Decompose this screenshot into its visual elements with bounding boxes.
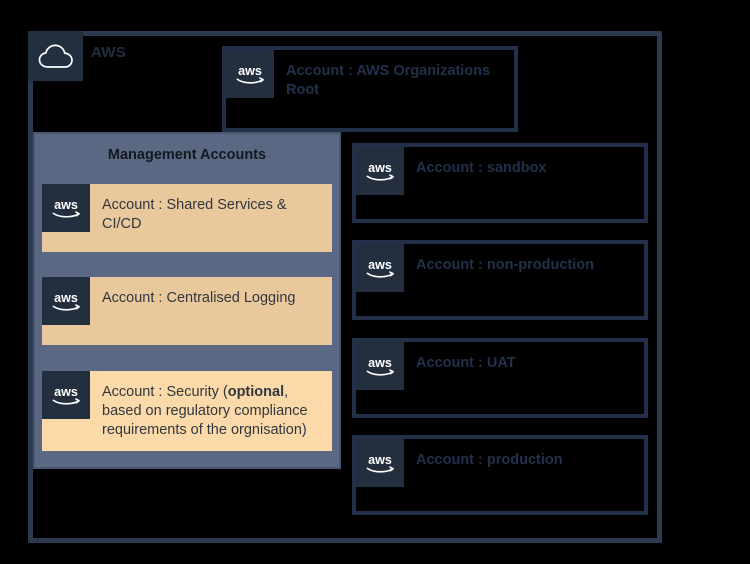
account-label: Account : UAT — [416, 355, 516, 371]
aws-logo-icon: aws — [356, 147, 404, 195]
svg-text:aws: aws — [54, 198, 78, 212]
svg-text:aws: aws — [368, 258, 392, 272]
aws-cloud-label: AWS — [91, 44, 127, 61]
account-card-uat[interactable]: aws Account : UAT — [352, 338, 648, 418]
account-label: Account : Security (optional, based on r… — [102, 383, 324, 440]
cloud-icon — [38, 43, 74, 69]
account-card-shared-services[interactable]: aws Account : Shared Services & CI/CD — [40, 182, 334, 254]
aws-logo-icon: aws — [42, 184, 90, 232]
account-card-centralised-logging[interactable]: aws Account : Centralised Logging — [40, 275, 334, 347]
svg-text:aws: aws — [368, 453, 392, 467]
account-label: Account : AWS Organizations Root — [286, 63, 491, 98]
account-label-emphasis: optional — [227, 384, 285, 400]
aws-logo-icon: aws — [356, 439, 404, 487]
account-label-suffix: , based on regulatory compliance require… — [102, 384, 308, 438]
account-label: Account : Shared Services & CI/CD — [102, 197, 287, 232]
svg-text:aws: aws — [54, 291, 78, 305]
account-card-non-production[interactable]: aws Account : non-production — [352, 240, 648, 320]
aws-cloud-tab — [28, 31, 83, 81]
svg-text:aws: aws — [368, 356, 392, 370]
account-label: Account : non-production — [416, 257, 594, 273]
account-card-security[interactable]: aws Account : Security (optional, based … — [40, 369, 334, 453]
svg-text:aws: aws — [238, 64, 262, 78]
account-card-sandbox[interactable]: aws Account : sandbox — [352, 143, 648, 223]
svg-text:aws: aws — [54, 385, 78, 399]
aws-logo-icon: aws — [226, 50, 274, 98]
aws-logo-icon: aws — [42, 371, 90, 419]
account-label: Account : sandbox — [416, 160, 547, 176]
aws-logo-icon: aws — [42, 277, 90, 325]
account-label-prefix: Account : Security ( — [102, 384, 228, 400]
aws-logo-icon: aws — [356, 244, 404, 292]
account-label: Account : production — [416, 452, 563, 468]
account-card-organizations-root[interactable]: aws Account : AWS Organizations Root — [222, 46, 518, 132]
account-label: Account : Centralised Logging — [102, 290, 296, 306]
management-accounts-title: Management Accounts — [107, 147, 267, 163]
account-card-production[interactable]: aws Account : production — [352, 435, 648, 515]
aws-logo-icon: aws — [356, 342, 404, 390]
svg-text:aws: aws — [368, 161, 392, 175]
